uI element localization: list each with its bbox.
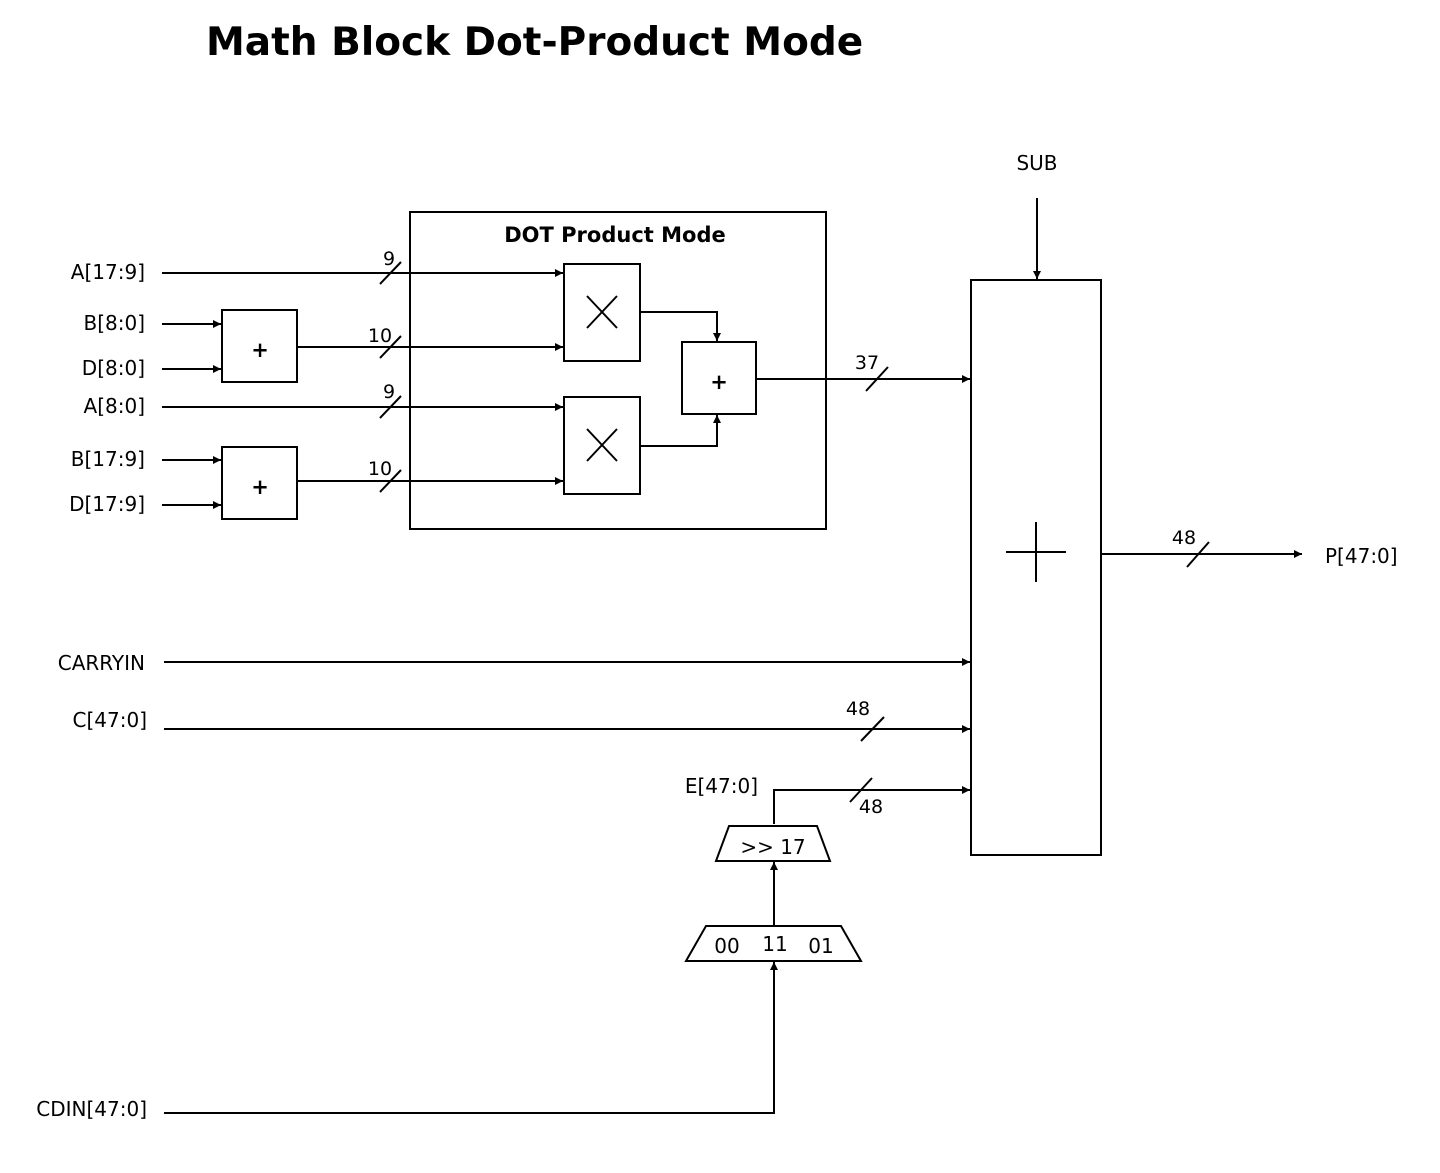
dot-adder	[681, 341, 757, 415]
wire-cdin	[164, 962, 778, 1114]
wire-mult1-out	[640, 311, 721, 341]
bus-width-sum-lo: 10	[368, 325, 392, 347]
multiplier-2-symbol	[586, 428, 618, 462]
pre-adder-lo-symbol: +	[251, 338, 269, 362]
post-adder-symbol	[1006, 522, 1066, 582]
mux-label-1: 11	[762, 932, 787, 956]
output-p-label: P[47:0]	[1325, 544, 1398, 568]
shifter-label: >> 17	[740, 835, 805, 859]
dot-product-mode-label: DOT Product Mode	[504, 223, 725, 247]
input-b-lo-label: B[8:0]	[83, 311, 145, 335]
input-d-lo-label: D[8:0]	[82, 356, 145, 380]
wire-mult2-out	[640, 415, 721, 447]
mux-block	[684, 925, 863, 962]
wire-e	[773, 786, 970, 824]
input-carryin-label: CARRYIN	[58, 651, 145, 675]
input-cdin-label: CDIN[47:0]	[36, 1097, 147, 1121]
mux-label-0: 00	[714, 934, 739, 958]
bus-slashes	[379, 261, 1210, 803]
input-c-label: C[47:0]	[73, 708, 147, 732]
multiplier-1-symbol	[586, 295, 618, 329]
input-a-hi-label: A[17:9]	[71, 260, 145, 284]
bus-width-e: 48	[859, 796, 883, 818]
bus-width-a-hi: 9	[383, 248, 395, 270]
input-a-lo-label: A[8:0]	[84, 394, 145, 418]
input-d-hi-label: D[17:9]	[69, 492, 145, 516]
pre-adder-lo	[221, 309, 298, 383]
input-b-hi-label: B[17:9]	[71, 447, 145, 471]
input-e-label: E[47:0]	[685, 774, 758, 798]
bus-width-c: 48	[846, 698, 870, 720]
bus-width-dot-out: 37	[855, 352, 879, 374]
dot-adder-symbol: +	[710, 370, 728, 394]
mux-label-2: 01	[808, 934, 833, 958]
shifter-block	[714, 825, 832, 862]
bus-width-a-lo: 9	[383, 381, 395, 403]
pre-adder-hi-symbol: +	[251, 475, 269, 499]
input-sub-label: SUB	[1016, 151, 1057, 175]
page-title: Math Block Dot-Product Mode	[206, 20, 864, 65]
pre-adder-hi	[221, 446, 298, 520]
bus-width-p: 48	[1172, 527, 1196, 549]
bus-width-sum-hi: 10	[368, 458, 392, 480]
